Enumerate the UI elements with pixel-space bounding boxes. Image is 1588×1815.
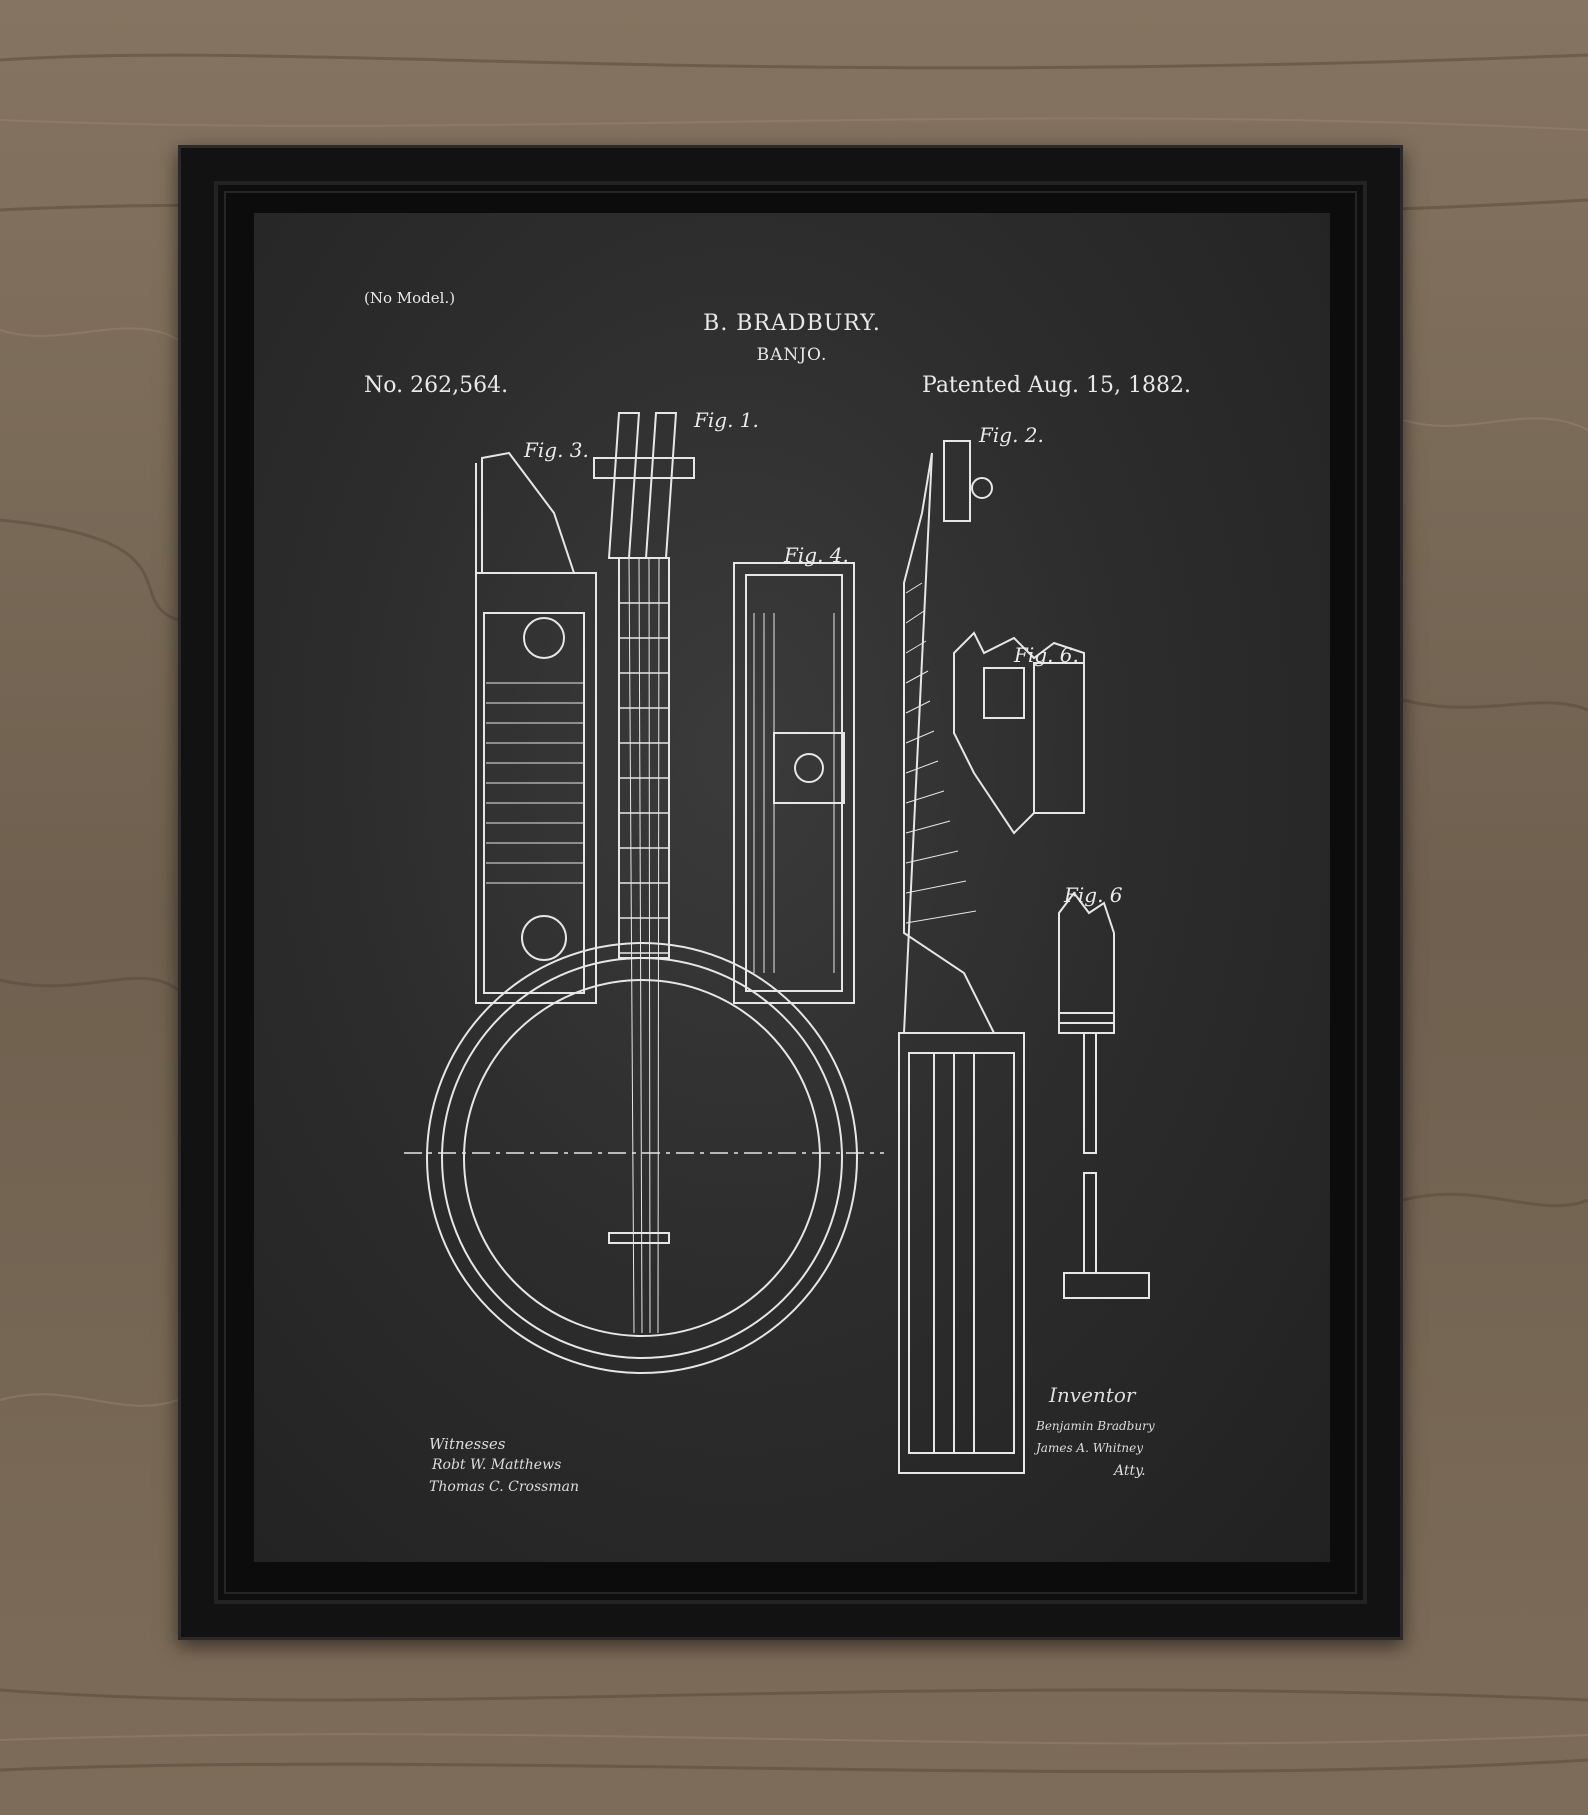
fig2-banjo-side <box>898 440 1025 1474</box>
attorney-label: Atty. <box>1114 1463 1146 1479</box>
fig1-banjo-front <box>404 412 884 1374</box>
witness-signature-2: Thomas C. Crossman <box>429 1479 579 1495</box>
patent-date: Patented Aug. 15, 1882. <box>922 373 1191 398</box>
fig1-label: Fig. 1. <box>694 408 759 432</box>
fig5-bracket-detail <box>953 631 1085 835</box>
patent-number: No. 262,564. <box>364 373 509 398</box>
chalkboard-print: (No Model.) B. BRADBURY. BANJO. No. 262,… <box>254 213 1330 1562</box>
fig2-label: Fig. 2. <box>979 423 1044 447</box>
inventor-signature: Benjamin Bradbury <box>1036 1419 1155 1433</box>
attorney-signature: James A. Whitney <box>1036 1441 1144 1455</box>
invention-name: BANJO. <box>756 345 828 365</box>
witnesses-label: Witnesses <box>429 1435 506 1453</box>
fig5-label: Fig. 6. <box>1014 643 1079 667</box>
witness-signature-1: Robt W. Matthews <box>432 1457 562 1473</box>
fig4-rim-section <box>733 562 855 1004</box>
banjo-patent-drawing <box>404 412 1150 1474</box>
fig4-label: Fig. 4. <box>784 543 849 567</box>
fig3-peghead-detail <box>475 451 597 1004</box>
inventor-label: Inventor <box>1049 1383 1136 1407</box>
fig6-label: Fig. 6 <box>1064 883 1123 907</box>
fig6-hook-detail <box>1058 891 1150 1299</box>
no-model-note: (No Model.) <box>364 289 456 307</box>
fig3-label: Fig. 3. <box>524 438 589 462</box>
inventor-title: B. BRADBURY. <box>703 311 881 336</box>
